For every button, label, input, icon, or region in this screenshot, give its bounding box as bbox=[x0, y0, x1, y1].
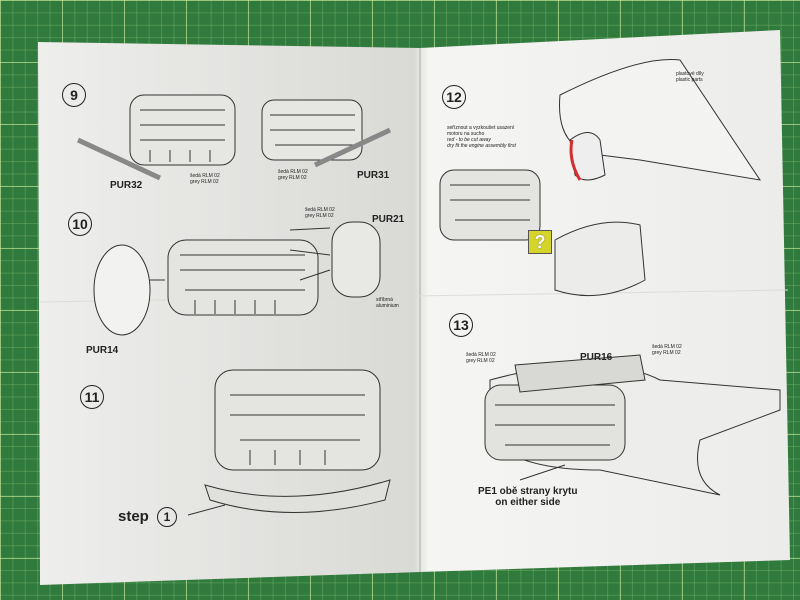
step-reference: step 1 bbox=[118, 507, 178, 527]
engine-drawing-10 bbox=[167, 239, 319, 316]
part-label-pur21: PUR21 bbox=[372, 214, 405, 225]
step-number-12: 12 bbox=[442, 85, 466, 109]
step-number-13: 13 bbox=[449, 313, 473, 337]
engine-drawing-11 bbox=[214, 369, 381, 471]
engine-drawing-13 bbox=[484, 384, 626, 461]
engine-drawing-9a bbox=[129, 94, 236, 166]
engine-drawing-12 bbox=[439, 169, 541, 241]
cowl-panel-pur16 bbox=[514, 354, 646, 393]
question-mark-box: ? bbox=[528, 230, 552, 254]
step-number-10: 10 bbox=[68, 212, 92, 236]
silver-note-10: stříbrná aluminium bbox=[376, 297, 399, 309]
part-label-pur31: PUR31 bbox=[357, 170, 390, 181]
step-number-9: 9 bbox=[62, 83, 86, 107]
step-ref-number: 1 bbox=[157, 507, 178, 527]
step-number-11: 11 bbox=[80, 385, 104, 409]
strut-pur31 bbox=[313, 127, 392, 168]
cowled-engine-12 bbox=[554, 221, 646, 297]
cut-line-red bbox=[569, 139, 582, 181]
cowling-lower-11 bbox=[204, 479, 391, 513]
part-label-pur16: PUR16 bbox=[580, 352, 613, 363]
backplate-pur21 bbox=[331, 221, 381, 298]
part-label-pur14: PUR14 bbox=[86, 345, 119, 356]
spinner-ring-pur14 bbox=[93, 244, 151, 336]
strut-pur32 bbox=[76, 137, 162, 181]
horizontal-fold bbox=[39, 289, 789, 303]
part-label-pur32: PUR32 bbox=[110, 180, 143, 191]
